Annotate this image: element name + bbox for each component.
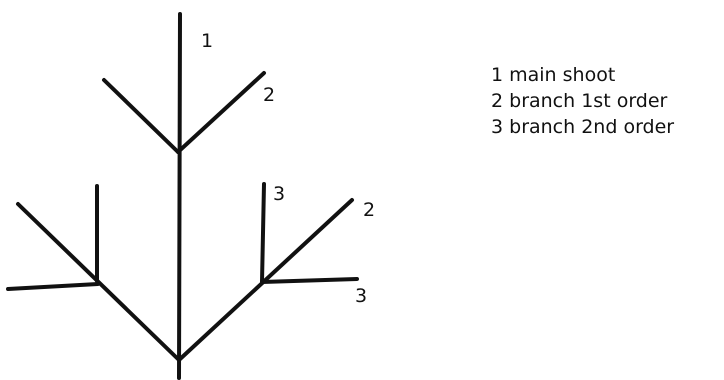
right-2nd-order-lower-line: [260, 277, 359, 284]
left-2nd-order-lower-line: [6, 282, 100, 291]
legend: 1 main shoot 2 branch 1st order 3 branch…: [491, 62, 674, 140]
legend-item-branch-1st-order: 2 branch 1st order: [491, 90, 668, 112]
upper-right-branch-line: [176, 71, 266, 154]
main-shoot-line: [177, 12, 182, 380]
legend-item-main-shoot: 1 main shoot: [491, 64, 616, 86]
mark-main-shoot: 1: [201, 30, 213, 52]
mark-right-branch-1st-order: 2: [363, 199, 375, 221]
upper-left-branch-line: [102, 78, 180, 154]
right-2nd-order-upper-line: [260, 182, 266, 284]
mark-right-branch-2nd-order-lower: 3: [355, 285, 367, 307]
mark-upper-branch-1st-order: 2: [263, 84, 275, 106]
legend-item-branch-2nd-order: 3 branch 2nd order: [491, 116, 675, 138]
mark-right-branch-2nd-order-upper: 3: [273, 183, 285, 205]
